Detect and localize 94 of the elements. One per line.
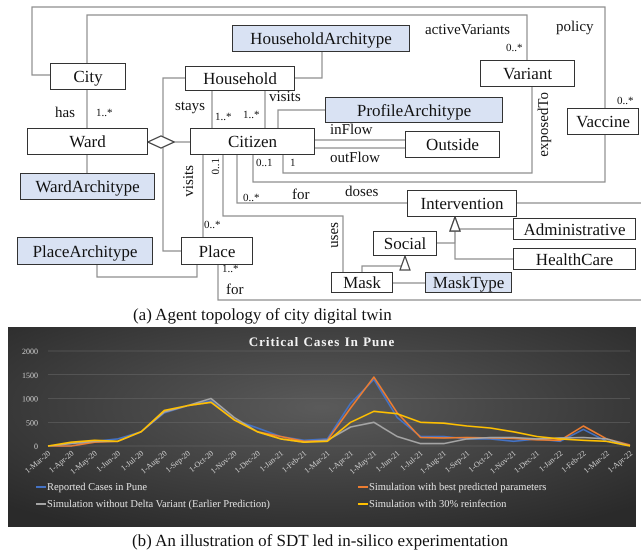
class-name: Ward [69, 133, 106, 150]
association-line [202, 155, 204, 237]
class-name: Administrative [524, 220, 626, 238]
multiplicity-label: 1..* [222, 264, 238, 275]
class-box [181, 237, 253, 265]
class-name: ProfileArchitype [356, 102, 472, 118]
class-name: Variant [502, 65, 552, 82]
class-name: Place [198, 242, 236, 260]
association-line [86, 14, 528, 63]
edge-label: uses [327, 222, 342, 248]
association-line [393, 282, 425, 284]
class-box [405, 131, 500, 158]
association-line [217, 265, 641, 301]
edge-label: for [292, 188, 310, 203]
multiplicity-label: 0..* [204, 220, 220, 231]
edge-label: doses [345, 185, 378, 200]
edge-label: visits [182, 165, 197, 197]
association-line [96, 265, 198, 278]
multiplicity-label: 0..* [243, 193, 260, 204]
chart-title: Critical Cases In Pune [248, 334, 396, 349]
legend-label: Simulation without Delta Variant (Earlier Prediction) [47, 499, 270, 510]
multiplicity-label: 1 [290, 158, 296, 169]
association-line [277, 109, 325, 128]
association-line [86, 90, 88, 128]
class-name: City [73, 68, 103, 85]
edge-label: inFlow [330, 123, 373, 138]
multiplicity-label: 1..* [243, 110, 260, 121]
class-box [325, 97, 503, 123]
figure-caption: (a) Agent topology of city digital twin [133, 306, 392, 323]
aggregation-line [147, 135, 181, 252]
multiplicity-label: 1..* [215, 112, 232, 123]
class-name: Social [384, 235, 426, 252]
class-box [190, 128, 315, 155]
class-name: Citizen [228, 133, 278, 150]
edge-label: activeVariants [425, 23, 510, 38]
edge-label: exposedTo [537, 92, 552, 157]
class-name: Household [203, 70, 277, 87]
association-line [315, 139, 405, 141]
multiplicity-label: 1..* [96, 108, 112, 119]
class-box [407, 190, 517, 217]
edge-label: outFlow [330, 151, 380, 166]
legend-label: Simulation with 30% reinfection [369, 499, 506, 510]
edge-label: has [55, 106, 75, 121]
class-box [331, 272, 393, 293]
generalization-arrow [361, 255, 411, 272]
association-line [252, 135, 606, 183]
class-name: MaskType [432, 274, 504, 291]
axis-tick-label: 0 [34, 442, 38, 451]
association-line [517, 202, 641, 204]
legend-label: Reported Cases in Pune [47, 482, 148, 493]
edge-label: for [226, 283, 244, 298]
association-line [264, 91, 266, 128]
class-box [185, 66, 295, 91]
class-box [17, 237, 153, 265]
axis-tick-label: 500 [26, 418, 38, 428]
class-box [480, 60, 575, 87]
legend-label: Simulation with best predicted parameters [369, 482, 546, 493]
class-box [373, 231, 437, 256]
association-line [222, 155, 344, 272]
association-line [236, 155, 407, 204]
class-name: Intervention [420, 195, 504, 212]
axis-tick-label: 2000 [22, 347, 38, 356]
multiplicity-label: 0..1 [256, 158, 272, 169]
class-name: HealthCare [536, 250, 614, 268]
edge-label: stays [175, 99, 205, 114]
class-name: PlaceArchitype [32, 242, 138, 260]
multiplicity-label: 0..1 [211, 158, 222, 174]
association-line [295, 52, 323, 79]
class-name: HouseholdArchitype [250, 30, 392, 47]
figure-caption: (b) An illustration of SDT led in-silico experimentation [132, 532, 508, 549]
class-box [232, 25, 410, 52]
class-box [425, 272, 512, 293]
class-name: Mask [343, 274, 381, 291]
class-box [513, 218, 636, 240]
class-name: Vaccine [576, 113, 630, 130]
axis-tick-label: 1500 [22, 370, 38, 380]
axis-tick-label: 1000 [22, 394, 38, 404]
multiplicity-label: 0..* [506, 43, 522, 54]
association-line [315, 147, 405, 149]
class-name: Outside [426, 136, 479, 153]
edge-label: policy [556, 20, 594, 35]
class-box [50, 63, 126, 90]
generalization-arrow [437, 216, 461, 244]
class-box [27, 128, 148, 155]
association-line [211, 91, 213, 128]
class-box [513, 248, 636, 270]
class-box [567, 108, 639, 135]
edge-label: visits [269, 90, 301, 105]
class-name: WardArchitype [35, 178, 140, 195]
association-line [31, 6, 606, 108]
association-line [86, 155, 88, 173]
multiplicity-label: 0..* [617, 96, 634, 107]
association-line [282, 87, 533, 174]
class-box [20, 173, 155, 200]
